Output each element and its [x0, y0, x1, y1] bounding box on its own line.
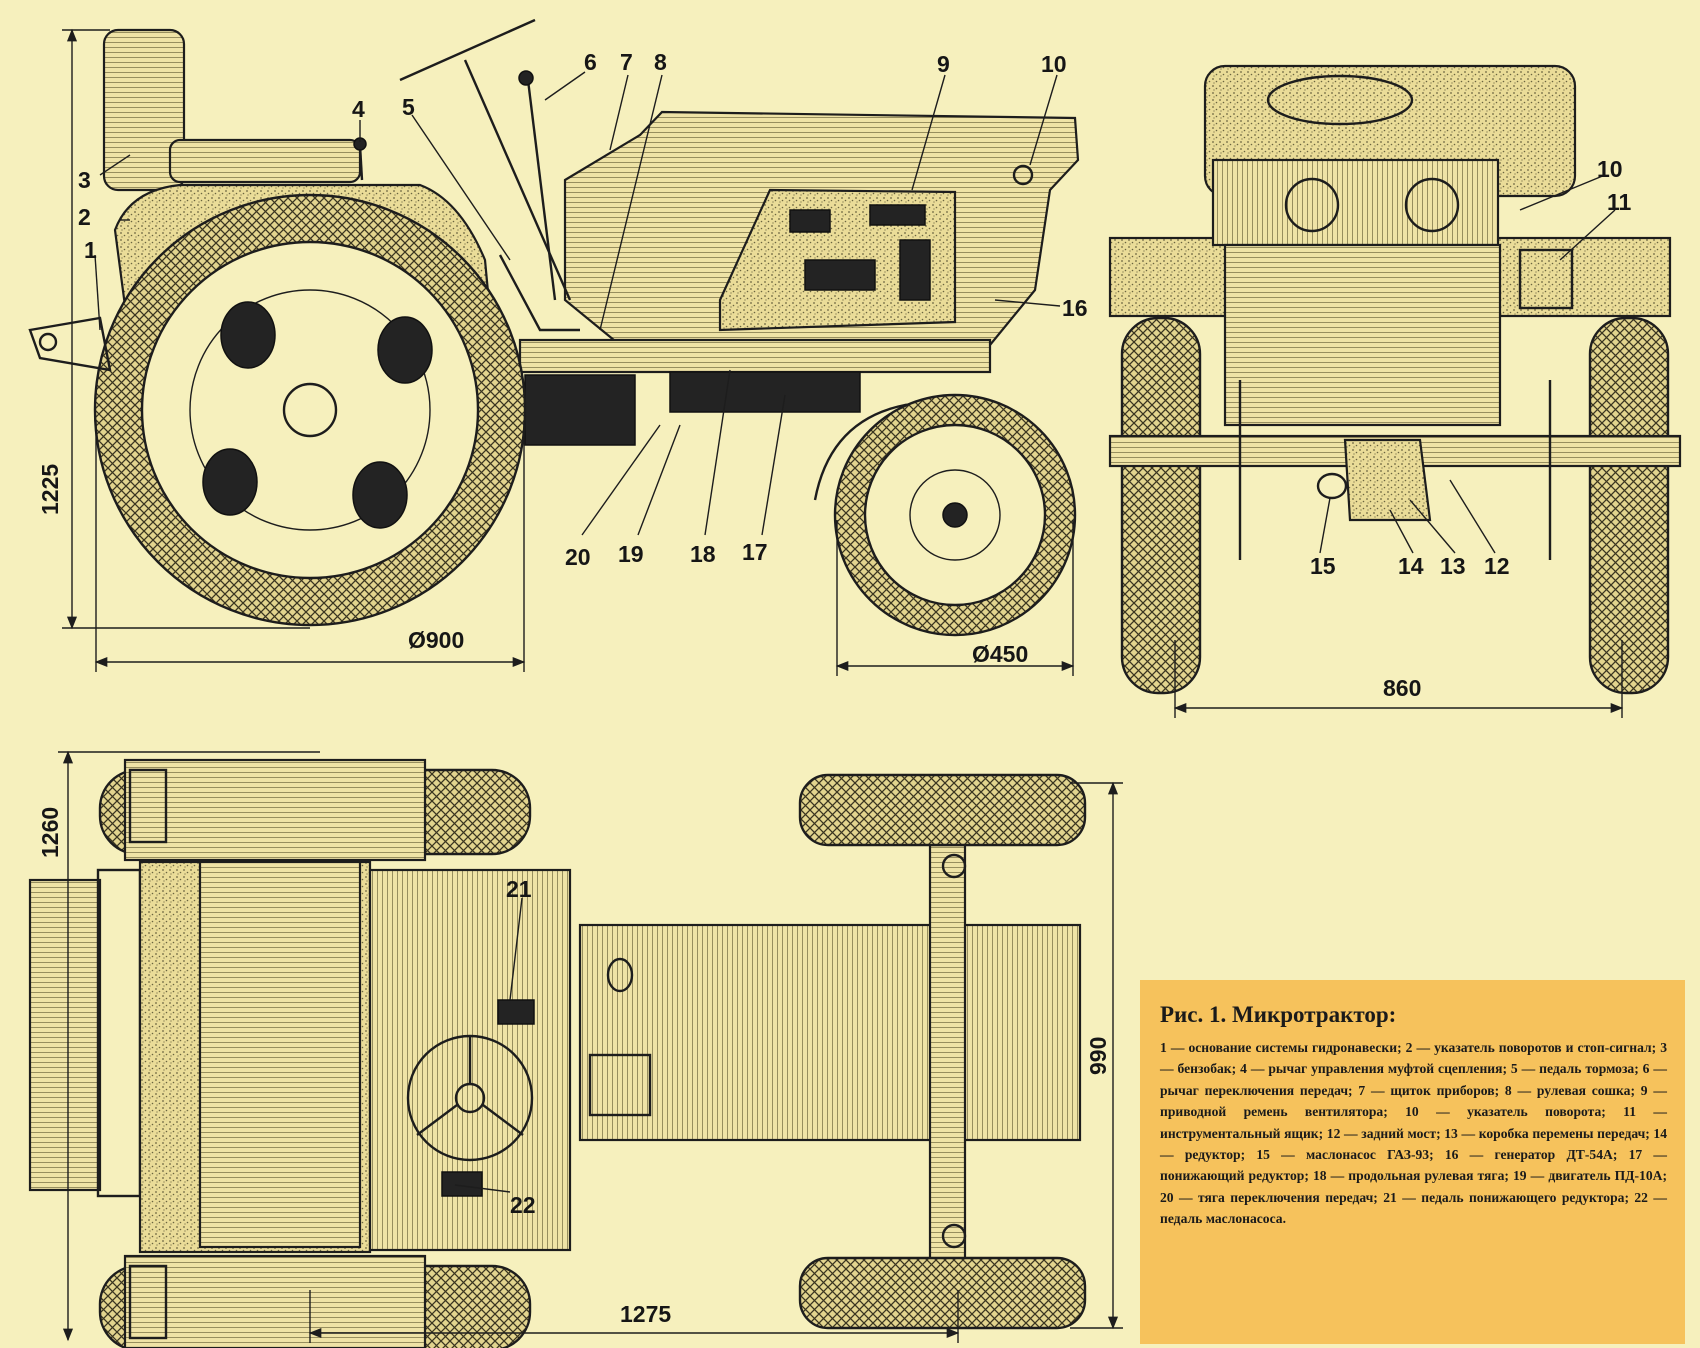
dim-track: 860	[1383, 675, 1421, 701]
callout-13: 13	[1440, 553, 1466, 579]
caption-body: 1 — основание системы гидронавески; 2 — …	[1160, 1040, 1667, 1227]
hood-top	[578, 923, 1082, 1142]
turn-indicator-lamp	[1012, 164, 1034, 186]
rear-frame	[96, 868, 142, 1198]
callout-11: 11	[1607, 189, 1632, 215]
lamp-left	[128, 768, 168, 844]
callout-18: 18	[690, 541, 716, 567]
hitch-pin	[38, 332, 58, 352]
kingpin-left	[941, 853, 967, 879]
callout-19: 19	[618, 541, 644, 567]
rear-view: 10 11 12 13 14 15 860	[1108, 64, 1682, 718]
engine-part	[899, 239, 931, 301]
wheel-hole	[202, 448, 258, 516]
fuel-cap	[606, 957, 634, 993]
rear-wheel-hub	[282, 382, 338, 438]
callout-15: 15	[1310, 553, 1336, 579]
hood-front	[1211, 158, 1500, 247]
engine-part	[789, 209, 831, 233]
fender-top-right	[123, 1254, 427, 1348]
steering-spoke	[482, 1104, 524, 1136]
front-wheel-top-left	[798, 773, 1087, 847]
headlight-left	[1284, 177, 1340, 233]
callout-14: 14	[1398, 553, 1424, 579]
caption-title: Рис. 1. Микротрактор:	[1160, 1002, 1397, 1027]
callout-6: 6	[584, 49, 597, 75]
rear-leader-lines	[1319, 174, 1616, 554]
chassis-frame	[518, 338, 992, 374]
callout-1: 1	[84, 237, 97, 263]
clutch-lever	[358, 144, 364, 181]
callout-4: 4	[352, 96, 365, 122]
callout-22: 22	[510, 1192, 536, 1218]
hitch-plate	[28, 878, 102, 1192]
callout-2: 2	[78, 204, 91, 230]
hydraulic-hitch-base	[28, 316, 112, 372]
callout-8: 8	[654, 49, 667, 75]
steering-wheel-rear	[1266, 74, 1414, 126]
rear-wheel-rim	[140, 240, 480, 580]
callout-16: 16	[1062, 295, 1088, 321]
lamp-right	[128, 1264, 168, 1340]
brake-pedal	[498, 254, 580, 332]
callout-5: 5	[402, 94, 415, 120]
callout-10: 10	[1041, 51, 1067, 77]
steering-column	[463, 59, 572, 301]
top-leader-lines	[454, 897, 523, 1193]
side-view: 1 2 3 4 5 6 7 8 9 10 16 17 18 19 20 1225…	[28, 18, 1088, 676]
front-wheel-top-right	[798, 1256, 1087, 1330]
callout-20: 20	[565, 544, 591, 570]
wheel-hole	[220, 301, 276, 369]
callout-3: 3	[78, 167, 91, 193]
oil-pump	[1316, 472, 1348, 500]
gear-lever-knob	[518, 70, 534, 86]
rear-wheel-left	[1120, 316, 1202, 695]
reduction-gear	[669, 371, 861, 413]
callout-17: 17	[742, 539, 768, 565]
oil-pump-pedal	[441, 1171, 483, 1197]
top-view: 21 22 1260 1275 990	[28, 750, 1123, 1348]
engine-part	[804, 259, 876, 291]
callout-10-rear: 10	[1597, 156, 1623, 182]
callout-12: 12	[1484, 553, 1510, 579]
dim-wheelbase: 1275	[620, 1301, 671, 1327]
seat-back	[102, 28, 186, 192]
grille	[1223, 243, 1502, 427]
callout-9: 9	[937, 51, 950, 77]
callout-21: 21	[506, 876, 532, 902]
dashboard	[588, 1053, 652, 1117]
engine-part	[869, 204, 926, 226]
callout-7: 7	[620, 49, 633, 75]
seat-cushion	[168, 138, 362, 184]
dim-front-wheel: Ø450	[972, 641, 1028, 667]
wheel-hole	[352, 461, 408, 529]
rear-dimension-lines	[1173, 640, 1624, 718]
rear-wheel-disc	[189, 289, 431, 531]
front-wheel-hub	[942, 502, 968, 528]
wheel-hole	[377, 316, 433, 384]
figure-caption: Рис. 1. Микротрактор: 1 — основание сист…	[1140, 980, 1685, 1344]
front-wheel-disc	[909, 469, 1001, 561]
gearbox-block	[524, 374, 636, 446]
tool-box	[1518, 248, 1574, 310]
dim-front-track: 990	[1085, 1037, 1111, 1075]
front-axle	[928, 843, 967, 1267]
fender-top-left	[123, 758, 427, 862]
dim-height: 1225	[37, 464, 63, 515]
steering-wheel	[399, 18, 536, 82]
rear-wheel-right	[1588, 316, 1670, 695]
headlight-right	[1404, 177, 1460, 233]
dim-rear-track: 1260	[37, 807, 63, 858]
steering-spoke	[416, 1104, 458, 1136]
reduction-pedal	[497, 999, 535, 1025]
dim-rear-wheel: Ø900	[408, 627, 464, 653]
gearbox-rear	[1343, 438, 1432, 522]
side-dimension-lines	[62, 28, 1075, 676]
side-leader-lines	[94, 71, 1061, 536]
seat-top-view	[198, 860, 362, 1249]
top-dimension-lines	[58, 750, 1123, 1343]
kingpin-right	[941, 1223, 967, 1249]
gear-lever	[526, 79, 557, 301]
